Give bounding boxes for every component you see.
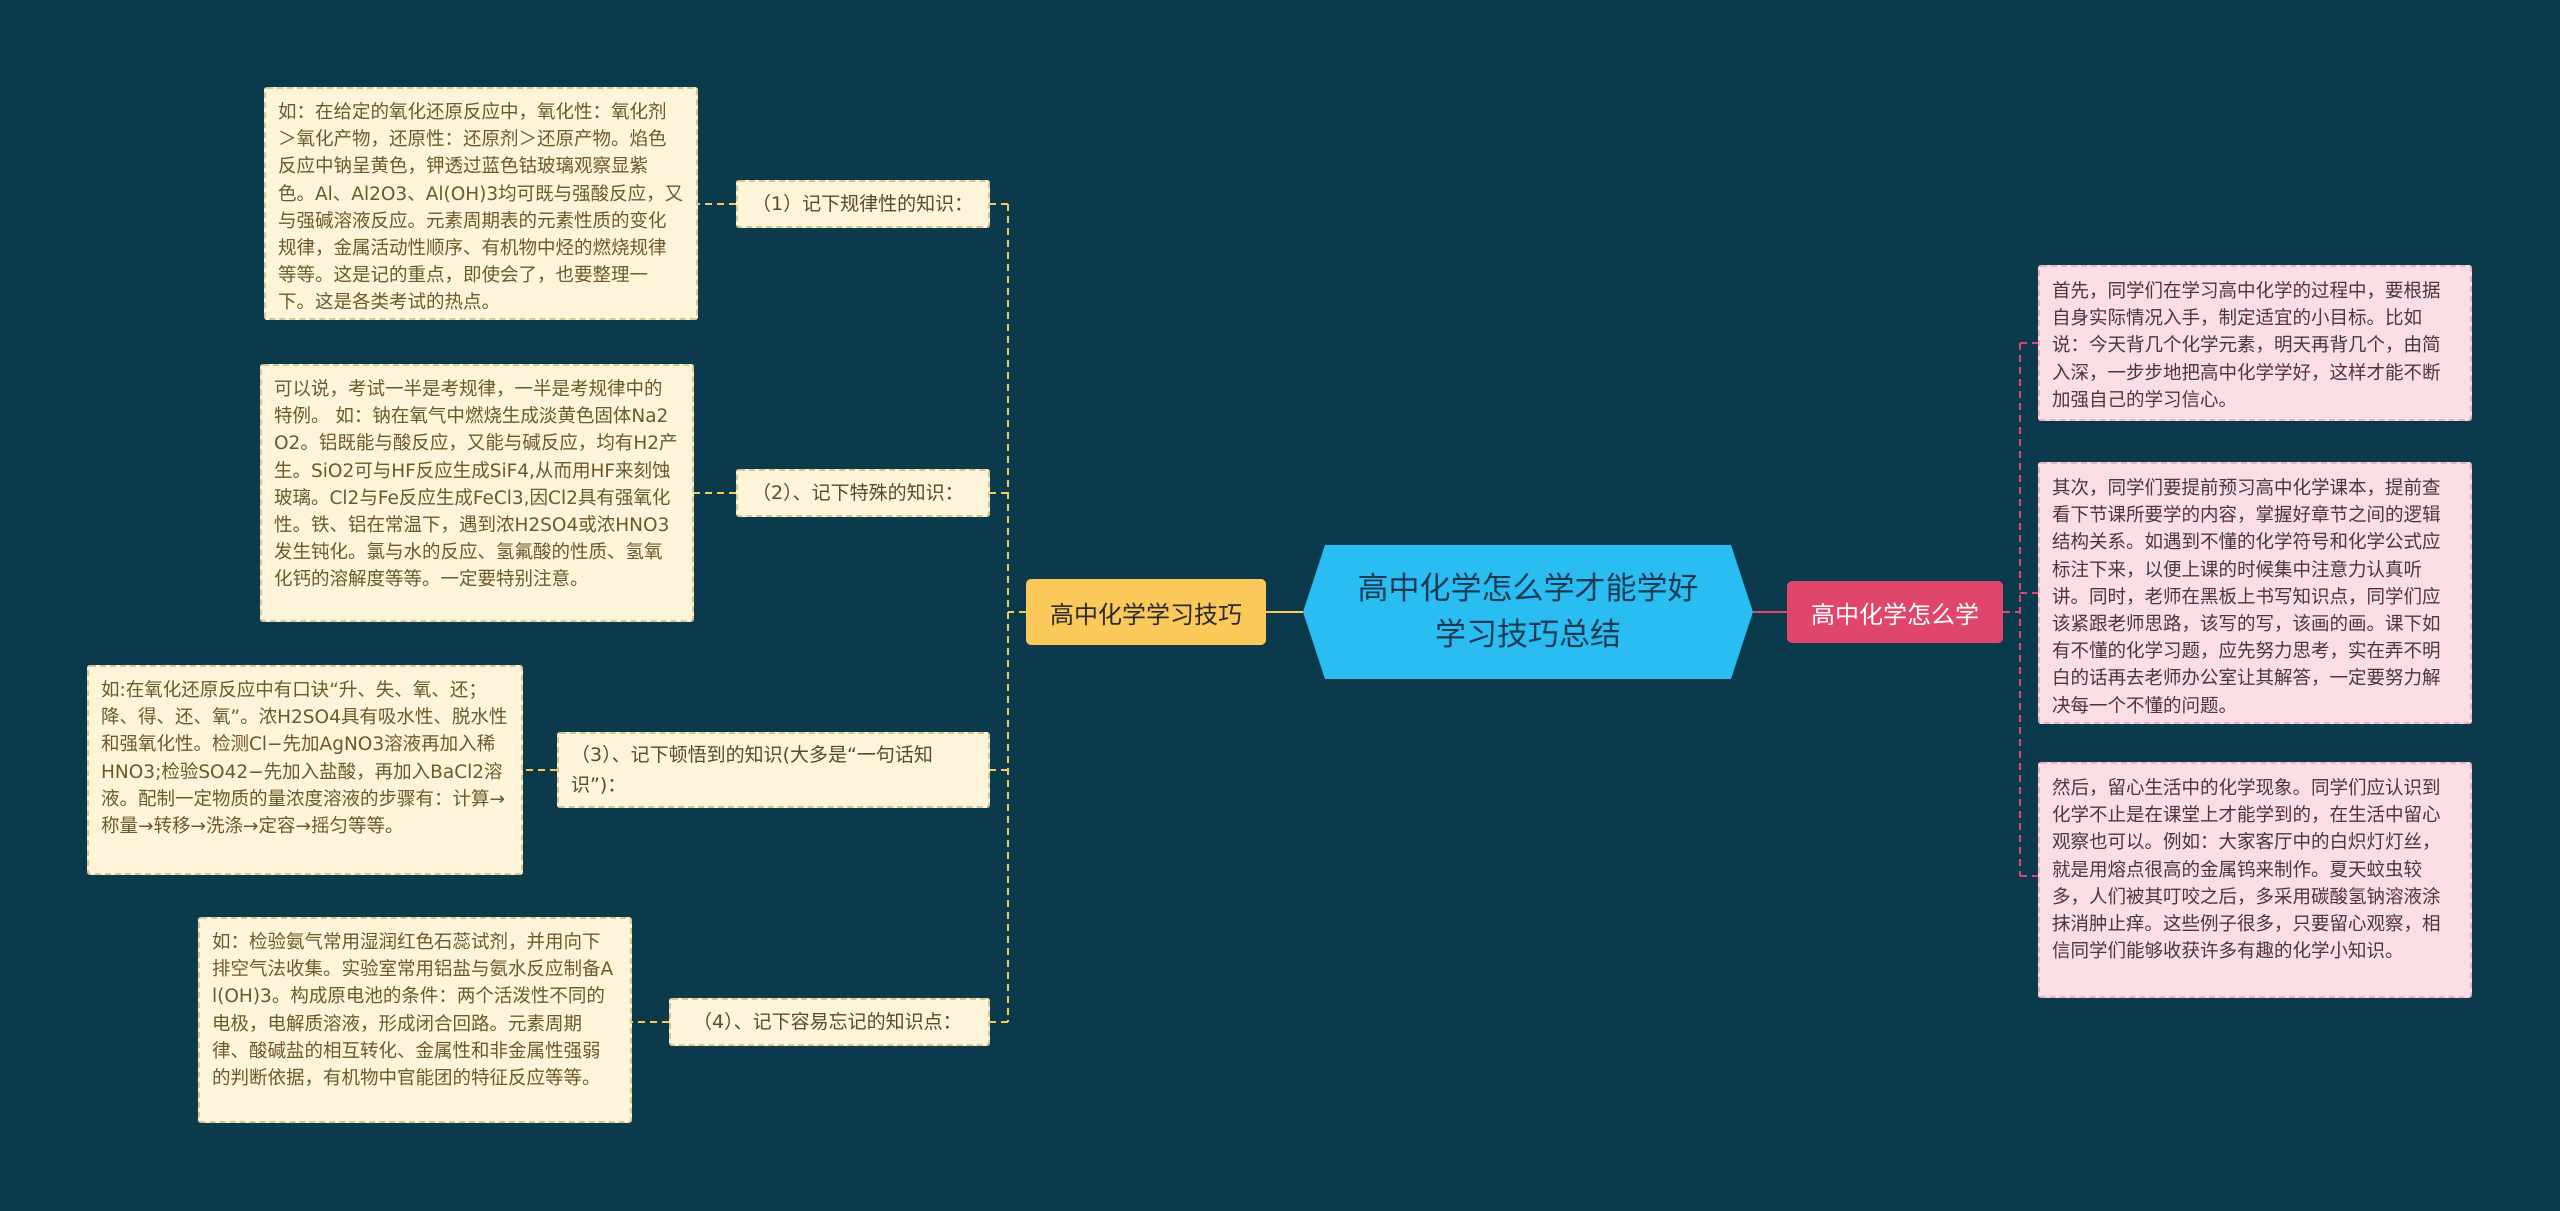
topic-label: （1）记下规律性的知识： xyxy=(752,193,974,215)
topic-forgettable-knowledge[interactable]: （4）、记下容易忘记的知识点： xyxy=(669,998,990,1046)
leaf-observe-life[interactable]: 然后，留心生活中的化学现象。同学们应认识到化学不止是在课堂上才能学到的，在生活中… xyxy=(2038,762,2472,998)
leaf-text: 如：在给定的氧化还原反应中，氧化性：氧化剂＞氧化产物，还原性：还原剂＞还原产物。… xyxy=(278,102,684,314)
root-topic-label: 高中化学怎么学才能学好学习技巧总结 xyxy=(1357,571,1699,653)
leaf-forgettable-knowledge[interactable]: 如：检验氨气常用湿润红色石蕊试剂，并用向下排空气法收集。实验室常用铝盐与氨水反应… xyxy=(198,917,632,1123)
root-topic[interactable]: 高中化学怎么学才能学好学习技巧总结 xyxy=(1303,545,1753,679)
topic-insight-knowledge[interactable]: （3）、记下顿悟到的知识(大多是“一句话知识”)： xyxy=(557,732,990,808)
topic-label: （3）、记下顿悟到的知识(大多是“一句话知识”)： xyxy=(571,744,933,796)
leaf-special-knowledge[interactable]: 可以说，考试一半是考规律，一半是考规律中的特例。 如：钠在氧气中燃烧生成淡黄色固… xyxy=(260,364,694,622)
link-right-spine xyxy=(2003,343,2021,876)
link-left-spine xyxy=(1007,204,1026,1022)
branch-study-tips-label: 高中化学学习技巧 xyxy=(1050,600,1242,629)
branch-study-tips[interactable]: 高中化学学习技巧 xyxy=(1026,579,1266,645)
leaf-text: 可以说，考试一半是考规律，一半是考规律中的特例。 如：钠在氧气中燃烧生成淡黄色固… xyxy=(274,379,678,591)
leaf-text: 如：检验氨气常用湿润红色石蕊试剂，并用向下排空气法收集。实验室常用铝盐与氨水反应… xyxy=(212,932,614,1090)
branch-how-to-learn-label: 高中化学怎么学 xyxy=(1811,600,1979,629)
leaf-text: 其次，同学们要提前预习高中化学课本，提前查看下节课所要学的内容，掌握好章节之间的… xyxy=(2052,478,2441,717)
topic-label: （2）、记下特殊的知识： xyxy=(752,482,964,504)
leaf-preview-lessons[interactable]: 其次，同学们要提前预习高中化学课本，提前查看下节课所要学的内容，掌握好章节之间的… xyxy=(2038,462,2472,724)
leaf-regular-knowledge[interactable]: 如：在给定的氧化还原反应中，氧化性：氧化剂＞氧化产物，还原性：还原剂＞还原产物。… xyxy=(264,87,698,320)
leaf-insight-knowledge[interactable]: 如:在氧化还原反应中有口诀“升、失、氧、还；降、得、还、氧”。浓H2SO4具有吸… xyxy=(87,665,523,875)
topic-label: （4）、记下容易忘记的知识点： xyxy=(693,1011,962,1033)
branch-how-to-learn[interactable]: 高中化学怎么学 xyxy=(1787,581,2003,643)
leaf-text: 如:在氧化还原反应中有口诀“升、失、氧、还；降、得、还、氧”。浓H2SO4具有吸… xyxy=(101,680,508,838)
topic-special-knowledge[interactable]: （2）、记下特殊的知识： xyxy=(736,469,990,517)
leaf-text: 然后，留心生活中的化学现象。同学们应认识到化学不止是在课堂上才能学到的，在生活中… xyxy=(2052,778,2441,963)
topic-regular-knowledge[interactable]: （1）记下规律性的知识： xyxy=(736,180,990,228)
leaf-set-goals[interactable]: 首先，同学们在学习高中化学的过程中，要根据自身实际情况入手，制定适宜的小目标。比… xyxy=(2038,265,2472,421)
leaf-text: 首先，同学们在学习高中化学的过程中，要根据自身实际情况入手，制定适宜的小目标。比… xyxy=(2052,281,2441,411)
